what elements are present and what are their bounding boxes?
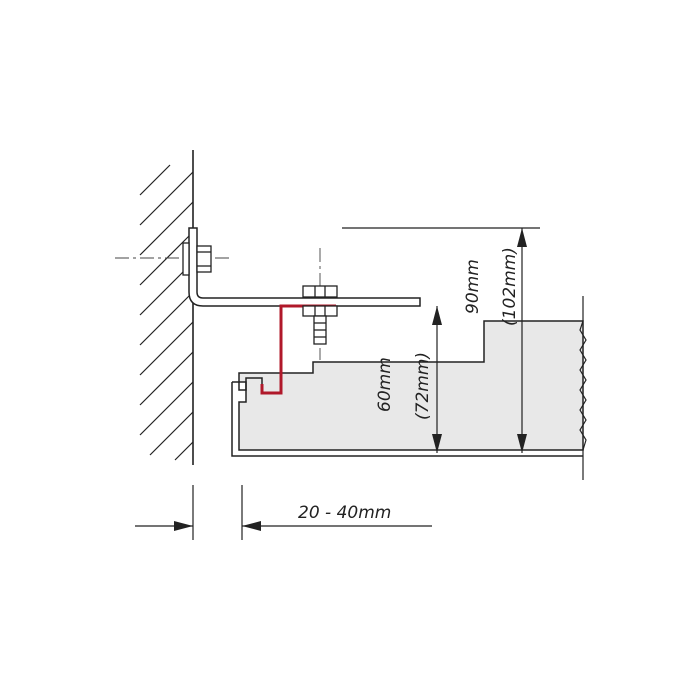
wall-bolt-icon [182,242,212,276]
panel-hook-edge [232,377,263,391]
angle-bracket [188,227,421,307]
panel-screw-icon [302,285,338,345]
panel-clip [260,304,336,395]
gap-dimension-label: 20 - 40mm [298,503,391,523]
low-height-label: 60mm [375,357,395,412]
high-height-alt-label: (102mm) [500,247,520,326]
wall-hatching [139,164,194,461]
low-height-dimension [432,306,442,453]
panel-break-line [579,296,587,480]
gap-dimension [135,485,432,540]
sandwich-panel [238,320,584,451]
high-height-dimension [342,227,540,453]
high-height-label: 90mm [463,259,483,314]
panel-liner [231,382,583,457]
low-height-alt-label: (72mm) [413,352,433,420]
